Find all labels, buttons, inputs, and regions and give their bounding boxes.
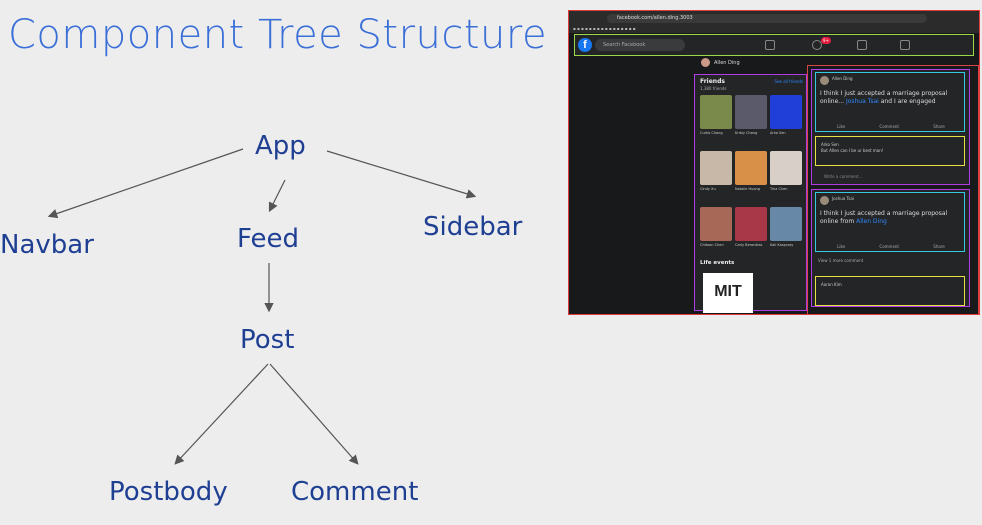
friends-title: Friends xyxy=(700,78,725,85)
edge-app-sidebar xyxy=(326,150,477,199)
see-all-link: See all friends xyxy=(774,79,803,84)
facebook-logo-icon: f xyxy=(578,38,592,52)
view-more-comments: View 1 more comment xyxy=(818,258,864,263)
post-text: I think I just accepted a marriage propo… xyxy=(820,90,948,105)
friend-photo: Carly Beronikas xyxy=(735,207,767,247)
comment-text: Aaron Kim xyxy=(821,282,842,287)
sidebar-region: Friends 1,380 friends See all friends Cu… xyxy=(694,74,807,313)
navbar-region: f Search Facebook 9+ xyxy=(574,34,974,56)
post-author: Joshua Tsai xyxy=(832,196,854,201)
page-title: Component Tree Structure xyxy=(8,12,548,58)
postbody-region: Allen Ding I think I just accepted a mar… xyxy=(815,72,965,132)
friend-photo: Chitoan Chen xyxy=(700,207,732,247)
friend-photo: Kali Kasprzay xyxy=(770,207,802,247)
url-bar: facebook.com/allen.ding.3003 xyxy=(607,14,927,23)
node-sidebar: Sidebar xyxy=(423,212,523,242)
friend-photo: Arko Sen xyxy=(770,95,802,135)
friend-photo: Cindy Xu xyxy=(700,151,732,191)
edge-app-navbar xyxy=(47,148,244,219)
feed-region xyxy=(807,65,979,314)
avatar xyxy=(820,196,829,205)
friend-photo: Natalie Huang xyxy=(735,151,767,191)
avatar xyxy=(820,76,829,85)
friend-photo: Curtis Chong xyxy=(700,95,732,135)
mit-logo: MIT xyxy=(703,273,753,313)
node-post: Post xyxy=(240,325,295,355)
node-navbar: Navbar xyxy=(0,230,94,260)
user-name: Allen Ding xyxy=(714,60,740,66)
node-app: App xyxy=(255,131,306,161)
notification-badge: 9+ xyxy=(821,37,831,44)
browser-chrome: facebook.com/allen.ding.3003 ▪ ▪ ▪ ▪ ▪ ▪… xyxy=(569,11,979,33)
postbody-region: Joshua Tsai I think I just accepted a ma… xyxy=(815,192,965,252)
friends-icon xyxy=(812,40,822,50)
comment-region: Aaron Kim xyxy=(815,276,965,306)
left-panel xyxy=(569,57,689,314)
post-region: Allen Ding I think I just accepted a mar… xyxy=(811,69,970,185)
post-region: Joshua Tsai I think I just accepted a ma… xyxy=(811,189,970,307)
node-postbody: Postbody xyxy=(109,477,228,507)
user-chip: Allen Ding xyxy=(701,57,751,69)
life-events-title: Life events xyxy=(700,260,735,266)
friend-photo: Kristy Chong xyxy=(735,95,767,135)
edge-post-comment xyxy=(269,363,359,465)
write-comment-input: Write a comment... xyxy=(824,174,863,179)
avatar xyxy=(701,58,710,67)
facebook-screenshot: facebook.com/allen.ding.3003 ▪ ▪ ▪ ▪ ▪ ▪… xyxy=(568,10,980,315)
post-author: Allen Ding xyxy=(832,76,853,81)
edge-app-feed xyxy=(268,179,286,213)
node-comment: Comment xyxy=(291,477,419,507)
post-text: I think I just accepted a marriage propo… xyxy=(820,210,948,225)
node-feed: Feed xyxy=(237,224,300,254)
home-icon xyxy=(765,40,775,50)
friend-photo: Tina Chen xyxy=(770,151,802,191)
search-input: Search Facebook xyxy=(595,39,685,51)
edge-post-postbody xyxy=(174,363,269,465)
groups-icon xyxy=(900,40,910,50)
marketplace-icon xyxy=(857,40,867,50)
friends-count: 1,380 friends xyxy=(700,86,727,91)
bookmarks-bar: ▪ ▪ ▪ ▪ ▪ ▪ ▪ ▪ ▪ ▪ ▪ ▪ ▪ ▪ ▪ ▪ xyxy=(573,26,636,31)
